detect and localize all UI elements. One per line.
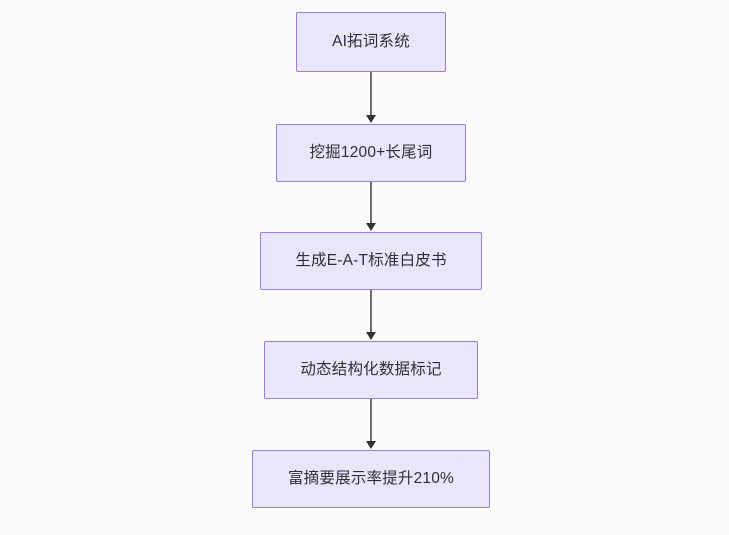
flow-node-label: 挖掘1200+长尾词 xyxy=(309,144,433,162)
flow-node-generate-eat-whitepaper[interactable]: 生成E-A-T标准白皮书 xyxy=(260,232,482,290)
edge-line xyxy=(370,182,372,224)
arrowhead-down-icon xyxy=(365,441,376,449)
flow-node-rich-snippet-impression-lift[interactable]: 富摘要展示率提升210% xyxy=(252,450,490,508)
edge-line xyxy=(370,72,372,116)
flow-node-label: 动态结构化数据标记 xyxy=(300,361,442,379)
edge-line xyxy=(370,290,372,333)
flow-node-label: 富摘要展示率提升210% xyxy=(287,470,455,488)
arrowhead-down-icon xyxy=(365,332,376,340)
flow-node-mine-longtail-keywords[interactable]: 挖掘1200+长尾词 xyxy=(276,124,466,182)
edge-line xyxy=(370,399,372,442)
flow-node-dynamic-structured-data-markup[interactable]: 动态结构化数据标记 xyxy=(264,341,478,399)
arrowhead-down-icon xyxy=(365,115,376,123)
flow-node-label: AI拓词系统 xyxy=(332,33,410,51)
arrowhead-down-icon xyxy=(365,223,376,231)
flow-node-label: 生成E-A-T标准白皮书 xyxy=(295,252,447,270)
flow-node-ai-keyword-system[interactable]: AI拓词系统 xyxy=(296,12,446,72)
